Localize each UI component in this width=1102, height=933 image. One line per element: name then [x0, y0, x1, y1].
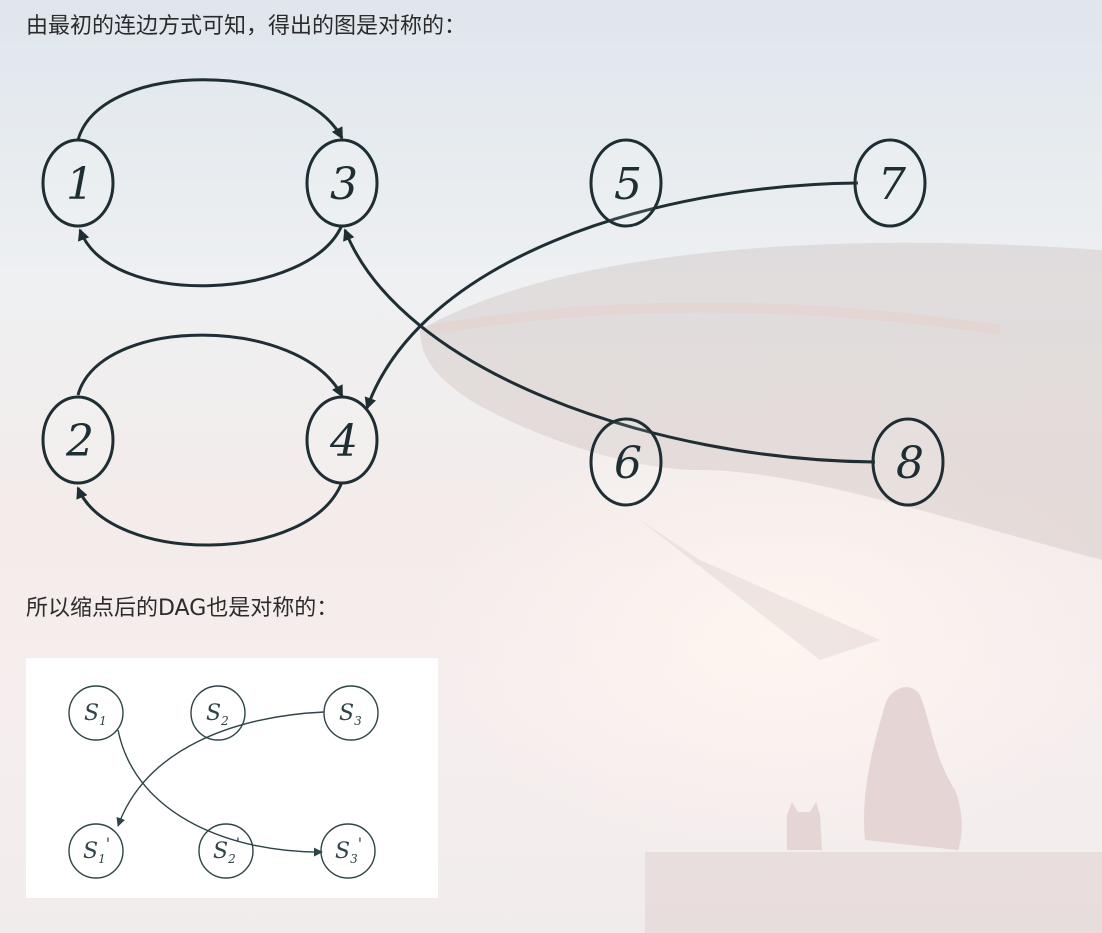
node-s2prime-circle: [198, 823, 254, 879]
node-6-label: 6: [614, 438, 642, 489]
node-4-label: 4: [329, 416, 358, 467]
node-7-circle: [853, 138, 927, 228]
node-1-circle: [41, 138, 115, 228]
node-2-circle: [41, 395, 115, 485]
node-s3prime-circle: [320, 823, 376, 879]
node-3-label: 3: [330, 159, 358, 210]
girl-silhouette: [864, 687, 962, 850]
node-s1prime-label: S1': [83, 834, 110, 866]
edge-s3-s1prime: [116, 711, 325, 827]
node-8-label: 8: [896, 438, 924, 489]
node-2-label: 2: [65, 416, 94, 467]
figure-condensed-dag: S1 S2 S3 S1' S2' S3': [68, 685, 379, 879]
paragraph-symmetric-dag: 所以缩点后的DAG也是对称的：: [26, 596, 339, 621]
node-4-circle: [305, 395, 379, 485]
edge-4-2: [76, 481, 344, 547]
node-s3-label: S3: [339, 701, 362, 728]
cat-silhouette: [787, 802, 822, 850]
paragraph-symmetric-graph: 由最初的连边方式可知，得出的图是对称的：: [26, 14, 467, 39]
edge-3-1: [77, 224, 344, 288]
node-6-circle: [589, 417, 663, 507]
node-s3-circle: [323, 685, 379, 741]
node-7-label: 7: [878, 159, 906, 210]
edge-8-3: [343, 228, 876, 464]
whale-silhouette: [420, 242, 1102, 560]
edge-2-4: [76, 333, 344, 398]
figure-dag-panel: S1 S2 S3 S1' S2' S3': [26, 658, 438, 898]
node-s2prime-label: S2': [213, 834, 240, 866]
dock: [645, 852, 1102, 933]
node-s2-circle: [190, 685, 246, 741]
node-5-label: 5: [614, 159, 642, 210]
node-3-circle: [305, 138, 379, 228]
node-s1-label: S1: [84, 701, 107, 728]
edge-7-4: [364, 181, 859, 410]
edge-s1-s3prime: [117, 729, 323, 857]
node-s1-circle: [68, 685, 124, 741]
node-s3prime-label: S3': [335, 834, 362, 866]
edge-1-3: [76, 78, 344, 141]
node-1-label: 1: [66, 159, 94, 210]
node-s2-label: S2: [206, 701, 229, 728]
node-5-circle: [589, 138, 663, 228]
node-8-circle: [871, 417, 945, 507]
node-s1prime-circle: [68, 823, 124, 879]
figure-original-graph: 1 2 3 4 5 6 7 8: [41, 78, 945, 547]
